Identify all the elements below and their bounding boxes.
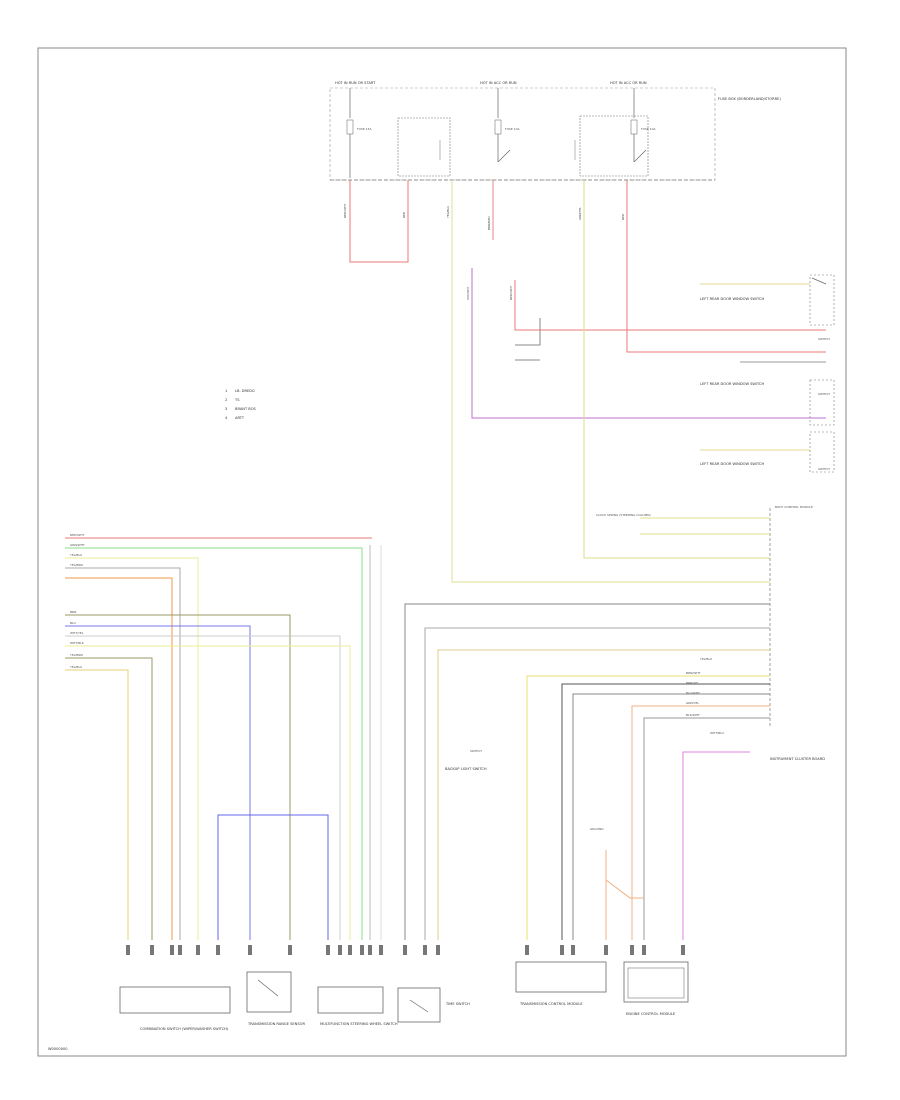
component-box-6: [623, 961, 689, 1003]
legend-num-1: 1: [225, 389, 227, 393]
legend-label-3: BRANT BOS: [235, 407, 257, 411]
diagram-code: W0000000: [48, 1047, 68, 1051]
left-a-3: YEL/BLU: [70, 553, 82, 557]
fuse-box-label: FUSE BOX (BORDERLAND/STORRE): [718, 97, 781, 101]
right-wire-color-3: BRN/YEL: [686, 681, 699, 685]
legend: 1 LB. DREDG 2 TS 3 BRANT BOS 4 ARTT: [225, 389, 257, 420]
wire-labels-top: RED/WHT RED YEL/BLU BRN/RED VIO/WHT RED/…: [343, 203, 625, 300]
diagram-border: [37, 47, 847, 1057]
left-a-4: YEL/BRN: [70, 563, 83, 567]
right-wire-color-1: YEL/BLU: [700, 657, 712, 661]
component-box-4: [397, 987, 441, 1023]
top-label-3: HOT IN ACC OR RUN: [610, 81, 647, 85]
right-component-3: LEFT REAR DOOR WINDOW SWITCH: [700, 462, 765, 466]
left-b-2: BLU: [70, 621, 76, 625]
top-label-1: HOT IN RUN OR START: [335, 81, 376, 85]
bottom-label-1: COMBINATION SWITCH (WIPER/WASHER SWITCH): [140, 1027, 229, 1031]
pin-markers: [126, 945, 685, 955]
right-wire-labels: YEL/BLU BRN/WHT BRN/YEL BLU/WHT GRN/YEL …: [686, 657, 825, 761]
legend-label-4: ARTT: [235, 416, 245, 420]
legend-num-4: 4: [225, 416, 228, 420]
right-wire-color-5: GRN/YEL: [686, 701, 699, 705]
svg-text:BRN/RED: BRN/RED: [487, 216, 491, 230]
right-wire-color-6: BLK/WHT: [686, 713, 700, 717]
right-switches: LEFT REAR DOOR WINDOW SWITCH LEFT REAR D…: [700, 274, 835, 473]
legend-label-2: TS: [234, 398, 240, 402]
legend-label-1: LB. DREDG: [235, 389, 255, 393]
component-box-2: [246, 971, 292, 1013]
left-b-5: YEL/BRN: [70, 653, 83, 657]
connector-block: BODY CONTROL MODULE CLOCK SPRING (STEERI…: [596, 505, 813, 728]
svg-text:YEL/BLU: YEL/BLU: [446, 206, 450, 218]
mid-callout: BACKUP LIGHT SWITCH: [445, 767, 487, 771]
svg-text:VIO/WHT: VIO/WHT: [466, 286, 470, 300]
top-label-2: HOT IN ACC OR RUN: [480, 81, 517, 85]
wires-top: [349, 180, 826, 583]
bottom-label-3: MULTIFUNCTION STEERING WHEEL SWITCH: [320, 1022, 398, 1026]
fuse-3-label: FUSE 10A: [641, 127, 656, 131]
wires-mid: [404, 603, 770, 940]
component-box-3: [317, 986, 384, 1014]
legend-num-3: 3: [225, 407, 227, 411]
right-component-1: LEFT REAR DOOR WINDOW SWITCH: [700, 297, 765, 301]
connector-label: SWITCH: [470, 749, 482, 753]
hvac-label: BODY CONTROL MODULE: [775, 505, 813, 509]
left-b-4: WHT/BLK: [70, 641, 85, 645]
ground-label: GROUND: [590, 827, 604, 831]
svg-text:GRN/YEL: GRN/YEL: [578, 207, 582, 220]
right-component-2: LEFT REAR DOOR WINDOW SWITCH: [700, 382, 765, 386]
left-a-1: RED/WHT: [70, 533, 85, 537]
left-wire-labels: RED/WHT GRN/WHT YEL/BLU YEL/BRN BRN BLU …: [70, 533, 85, 669]
left-b-1: BRN: [70, 610, 76, 614]
bottom-label-4: TIME SWITCH: [445, 1002, 470, 1006]
fuse-1-label: FUSE 15A: [357, 127, 372, 131]
bottom-label-6: ENGINE CONTROL MODULE: [626, 1012, 676, 1016]
mid-component: CLOCK SPRING (STEERING COLUMN): [596, 513, 651, 517]
svg-text:RED/WHT: RED/WHT: [509, 285, 513, 300]
svg-text:RED: RED: [402, 211, 406, 218]
svg-text:SWITCH: SWITCH: [818, 467, 830, 471]
fuse-area: HOT IN RUN OR START HOT IN ACC OR RUN HO…: [329, 81, 781, 181]
right-wire-color-4: BLU/WHT: [686, 691, 700, 695]
right-wire-color-2: BRN/WHT: [686, 671, 701, 675]
bottom-components: COMBINATION SWITCH (WIPER/WASHER SWITCH)…: [119, 961, 689, 1031]
legend-num-2: 2: [225, 398, 227, 402]
right-wire-color-7: WHT/BLU: [710, 731, 724, 735]
module-right-label: INSTRUMENT CLUSTER BOARD: [770, 757, 825, 761]
svg-text:RED: RED: [621, 213, 625, 220]
bottom-label-2: TRANSMISSION RANGE SENSOR: [247, 1022, 305, 1026]
left-bus: [65, 537, 382, 940]
component-box-5: [515, 961, 607, 993]
bottom-label-5: TRANSMISSION CONTROL MODULE: [519, 1002, 583, 1006]
svg-text:SWITCH: SWITCH: [818, 392, 830, 396]
svg-text:RED/WHT: RED/WHT: [343, 203, 347, 218]
left-b-3: WHT/YEL: [70, 631, 84, 635]
left-b-6: YEL/BLU: [70, 665, 82, 669]
svg-text:SWITCH: SWITCH: [818, 337, 830, 341]
left-a-2: GRN/WHT: [70, 543, 85, 547]
fuse-2-label: FUSE 10A: [505, 127, 520, 131]
component-box-1: [119, 986, 231, 1014]
